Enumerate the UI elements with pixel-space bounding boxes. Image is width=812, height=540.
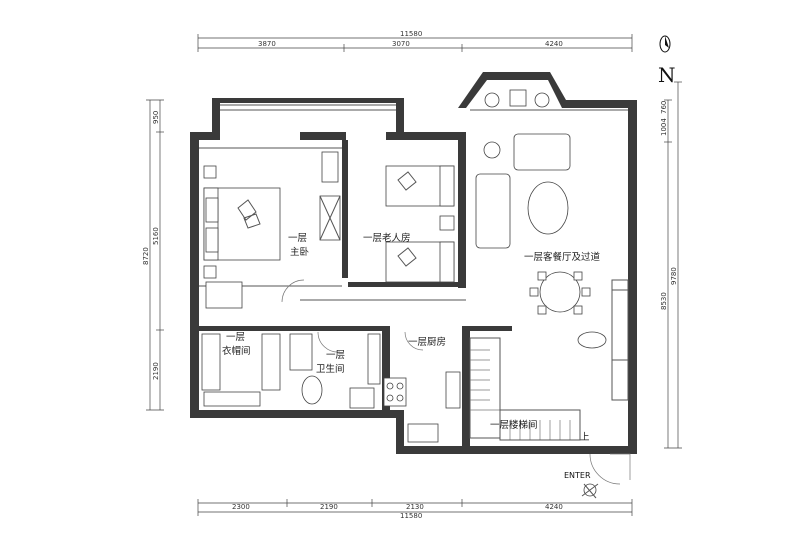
master-bedroom-label-2: 主卧 <box>290 246 310 258</box>
right-dim-upper2: 760 <box>660 101 668 114</box>
entrance-label: ENTER <box>564 471 591 480</box>
left-dim-2: 5160 <box>152 227 160 245</box>
top-total-dim: 11580 <box>400 30 422 38</box>
bottom-dim-3: 2130 <box>406 503 424 511</box>
top-dim-1: 3870 <box>258 40 276 48</box>
master-wardrobe <box>319 151 341 241</box>
right-dim-upper: 1004 <box>660 118 668 136</box>
elder-room-label: 一层老人房 <box>363 232 411 244</box>
bathroom-label-1: 一层 <box>326 350 345 361</box>
elder-beds <box>385 165 455 283</box>
dining-table <box>529 271 607 349</box>
dimension-left: 8720 950 5160 2190 <box>142 99 164 411</box>
closet-label-2: 衣帽间 <box>222 345 251 357</box>
living-room-label: 一层客餐厅及过道 <box>524 251 601 263</box>
bathroom-fixtures <box>289 333 381 409</box>
top-dim-2: 3070 <box>392 40 410 48</box>
bottom-total-dim: 11580 <box>400 512 422 520</box>
left-total-dim: 8720 <box>142 247 150 265</box>
walls <box>190 72 637 454</box>
stair-up-label: 上 <box>580 432 590 443</box>
desk <box>205 281 243 309</box>
bathroom-label-2: 卫生间 <box>316 363 345 375</box>
master-bedroom-label-1: 一层 <box>288 233 307 244</box>
master-bed <box>203 165 281 279</box>
north-label: N <box>658 63 676 87</box>
left-dim-1: 950 <box>152 111 160 124</box>
dimension-top: 11580 3870 3070 4240 <box>197 30 633 52</box>
stair-label: 一层楼梯间 <box>490 419 538 431</box>
bottom-dim-1: 2300 <box>232 503 250 511</box>
dimension-bottom: 2300 2190 2130 4240 11580 <box>197 499 633 520</box>
kitchen-label: 一层厨房 <box>408 336 446 348</box>
bottom-dim-2: 2190 <box>320 503 338 511</box>
kitchen-fixtures <box>383 371 461 443</box>
dimension-right: 1004 760 8530 9780 <box>660 81 682 449</box>
right-total-dim: 9780 <box>670 267 678 285</box>
bottom-dim-4: 4240 <box>545 503 563 511</box>
left-dim-3: 2190 <box>152 362 160 380</box>
sofa-set <box>475 89 571 249</box>
north-arrow <box>659 35 671 53</box>
entrance-figure <box>581 483 599 499</box>
right-dim-inner: 8530 <box>660 292 668 310</box>
top-dim-3: 4240 <box>545 40 563 48</box>
closet-label-1: 一层 <box>226 332 245 343</box>
closet-racks <box>201 333 281 407</box>
